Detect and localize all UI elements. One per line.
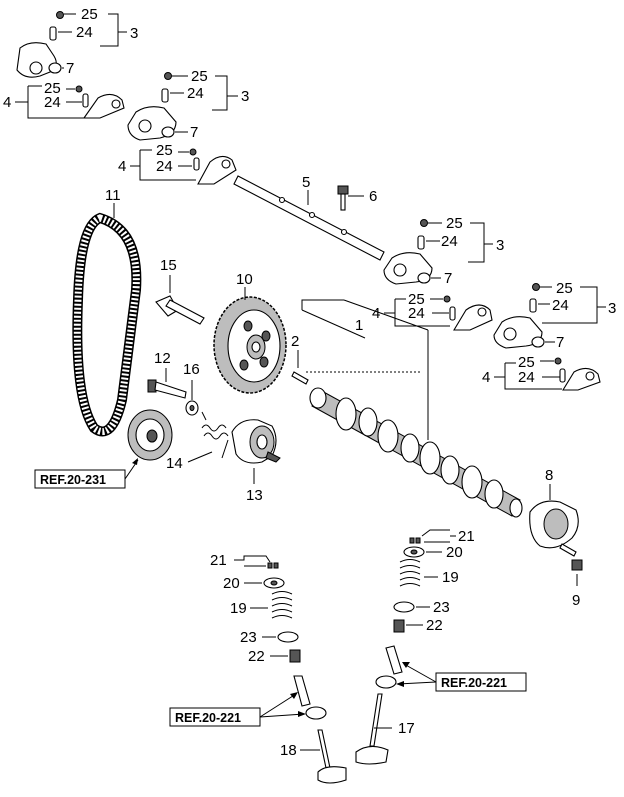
callout-4: 4 — [482, 369, 490, 386]
callout-22: 22 — [426, 617, 443, 634]
callout-24: 24 — [44, 94, 61, 111]
callout-19: 19 — [230, 600, 247, 617]
callout-2: 2 — [291, 333, 299, 350]
callout-18: 18 — [280, 742, 297, 759]
callout-9: 9 — [572, 592, 580, 609]
callout-7: 7 — [444, 270, 452, 287]
callout-3: 3 — [608, 300, 616, 317]
rocker-shaft-bolt: 6 — [337, 185, 377, 211]
callout-25: 25 — [518, 354, 535, 371]
crankshaft-sprocket — [127, 409, 173, 461]
callout-3: 3 — [241, 88, 249, 105]
callout-4: 4 — [3, 94, 11, 111]
callout-7: 7 — [66, 60, 74, 77]
callout-23: 23 — [433, 599, 450, 616]
left-valve-stack: 21 20 19 23 22 18 — [210, 552, 347, 784]
tensioner-spring: 14 — [166, 411, 229, 472]
tensioner-bolt: 12 — [147, 350, 187, 399]
rocker-arm-group-5: 25 24 3 7 — [383, 215, 504, 287]
ref-valve-left: REF.20-221 — [175, 711, 241, 725]
callout-20: 20 — [446, 544, 463, 561]
callout-24: 24 — [76, 24, 93, 41]
rocker-arm-group-3: 25 24 3 7 — [127, 68, 249, 141]
right-valve-stack: 21 20 19 23 22 17 — [355, 528, 475, 765]
callout-11: 11 — [105, 187, 121, 204]
callout-16: 16 — [183, 361, 200, 378]
callout-25: 25 — [191, 68, 208, 85]
tensioner-washer: 16 — [183, 361, 200, 416]
callout-3: 3 — [496, 237, 504, 254]
rocker-arm-group-1: 25 24 3 7 — [16, 6, 138, 78]
callout-4: 4 — [372, 305, 380, 322]
callout-21: 21 — [210, 552, 227, 569]
callout-25: 25 — [556, 280, 573, 297]
callout-7: 7 — [190, 124, 198, 141]
rocker-arm-group-7: 25 24 3 7 — [493, 280, 616, 351]
callout-25: 25 — [446, 215, 463, 232]
callout-17: 17 — [398, 720, 415, 737]
callout-25: 25 — [81, 6, 98, 23]
callout-25: 25 — [408, 291, 425, 308]
rocker-arm-group-6: 4 25 24 — [372, 291, 493, 331]
callout-24: 24 — [441, 233, 458, 250]
callout-21: 21 — [458, 528, 475, 545]
callout-24: 24 — [552, 297, 569, 314]
callout-7: 7 — [556, 334, 564, 351]
callout-12: 12 — [154, 350, 171, 367]
callout-24: 24 — [187, 85, 204, 102]
callout-10: 10 — [236, 271, 253, 288]
callout-24: 24 — [518, 369, 535, 386]
callout-6: 6 — [369, 188, 377, 205]
tensioner-pulley: 13 — [231, 419, 281, 504]
camshaft-sprocket: 10 — [213, 271, 287, 394]
callout-25: 25 — [156, 142, 173, 159]
ref-20-221-right-callout: REF.20-221 — [396, 662, 527, 692]
ref-20-221-left-callout: REF.20-221 — [169, 692, 306, 727]
callout-24: 24 — [408, 305, 425, 322]
camshaft-cap: 8 — [529, 467, 579, 549]
callout-23: 23 — [240, 629, 257, 646]
callout-19: 19 — [442, 569, 459, 586]
callout-5: 5 — [302, 174, 310, 191]
rocker-shaft: 5 — [233, 174, 385, 261]
timing-belt: 11 — [72, 187, 142, 437]
callout-25: 25 — [44, 80, 61, 97]
ref-timing-belt: REF.20-231 — [40, 473, 106, 487]
callout-20: 20 — [223, 575, 240, 592]
camshaft-pin: 2 — [291, 333, 309, 385]
callout-14: 14 — [166, 455, 183, 472]
camshaft-sprocket-bolt: 15 — [155, 257, 205, 325]
callout-13: 13 — [246, 487, 263, 504]
ref-20-231-callout: REF.20-231 — [34, 458, 139, 489]
ref-valve-right: REF.20-221 — [441, 676, 507, 690]
rocker-arm-group-8: 4 25 24 — [482, 354, 601, 391]
callout-4: 4 — [118, 158, 126, 175]
callout-3: 3 — [130, 25, 138, 42]
callout-1: 1 — [355, 317, 363, 334]
rocker-arm-group-2: 4 25 24 — [3, 80, 125, 119]
callout-15: 15 — [160, 257, 177, 274]
callout-24: 24 — [156, 158, 173, 175]
cap-bolt: 9 — [559, 543, 583, 609]
rocker-arm-group-4: 4 25 24 — [118, 142, 237, 185]
camshaft: 1 — [301, 299, 523, 518]
callout-22: 22 — [248, 648, 265, 665]
callout-8: 8 — [545, 467, 553, 484]
